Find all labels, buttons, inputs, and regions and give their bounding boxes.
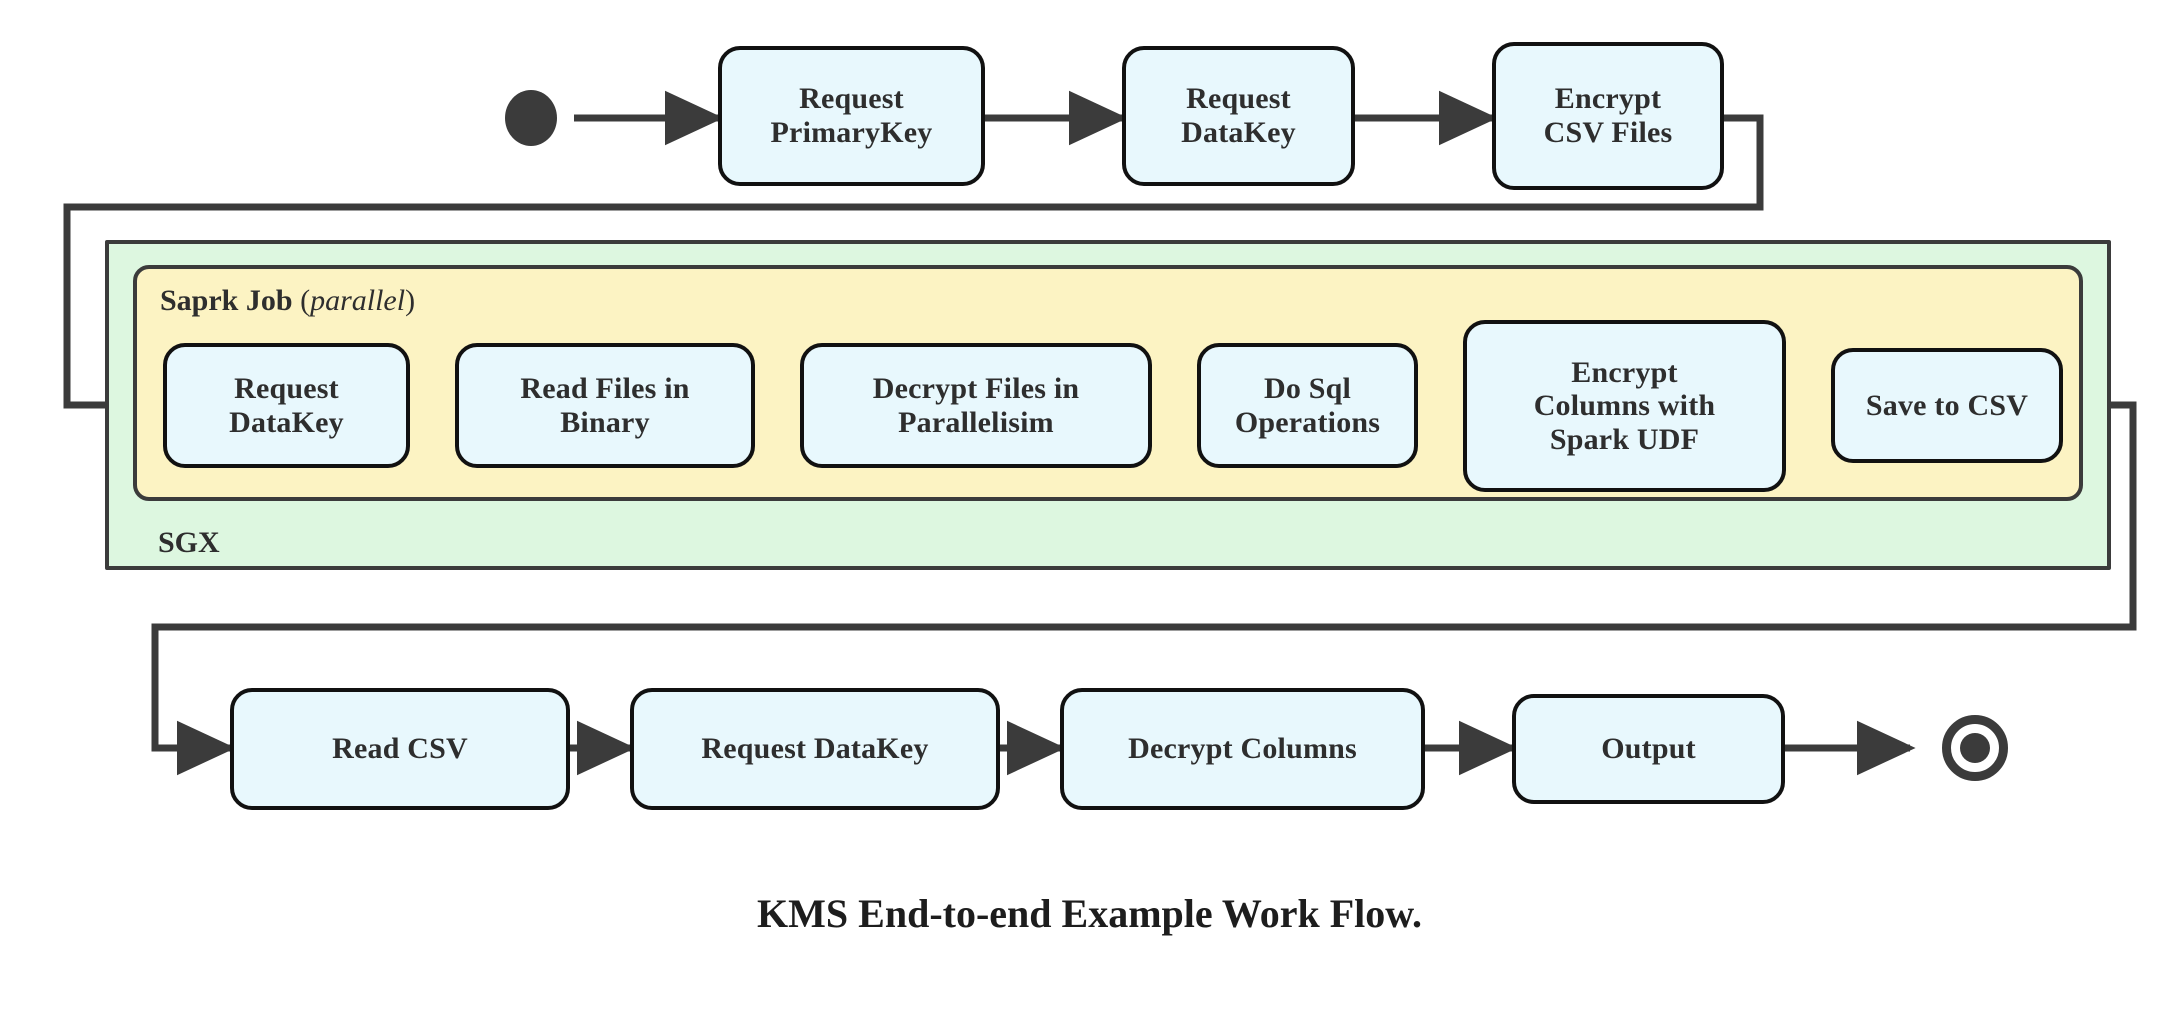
node-read-csv[interactable]: Read CSV — [230, 688, 570, 810]
node-label: Decrypt Columns — [1128, 732, 1357, 766]
node-request-datakey-bottom[interactable]: Request DataKey — [630, 688, 1000, 810]
figure-caption: KMS End-to-end Example Work Flow. — [757, 891, 1422, 936]
final-node-icon — [1942, 715, 2008, 781]
node-save-to-csv[interactable]: Save to CSV — [1831, 348, 2063, 463]
node-decrypt-columns[interactable]: Decrypt Columns — [1060, 688, 1425, 810]
node-label: Request DataKey — [701, 732, 929, 766]
spark-qualifier-open: ( — [300, 284, 311, 317]
node-label: Save to CSV — [1865, 388, 2029, 422]
start-node-icon — [505, 90, 557, 146]
region-sgx-label: SGX — [158, 526, 220, 559]
spark-job-title: Saprk Job — [160, 284, 293, 317]
region-spark-job-label: Saprk Job (parallel) — [160, 284, 415, 318]
spark-qualifier-close: ) — [405, 284, 416, 317]
spark-qualifier: parallel — [310, 284, 406, 317]
node-output[interactable]: Output — [1512, 694, 1785, 804]
node-label: Output — [1601, 732, 1696, 766]
final-node-center — [1960, 733, 1990, 763]
node-label: Read CSV — [332, 732, 468, 766]
